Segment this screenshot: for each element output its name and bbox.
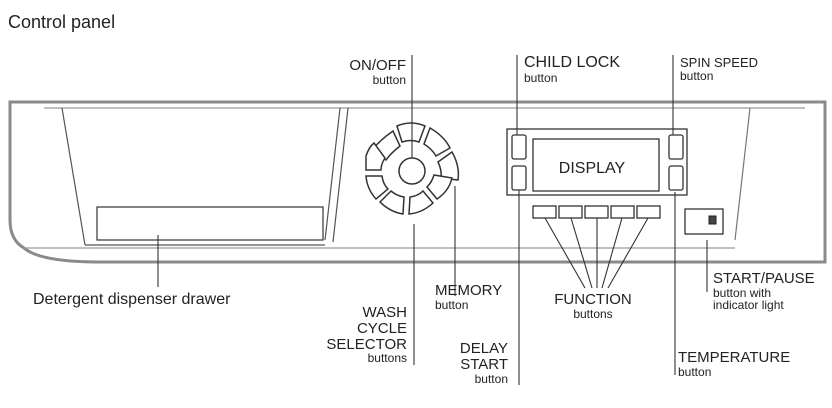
function-sub: buttons xyxy=(573,306,613,321)
temperature-sub: button xyxy=(678,364,712,379)
startpause-sub2: indicator light xyxy=(713,298,784,313)
wash-line3: SELECTOR xyxy=(326,335,407,353)
wash-line1: WASH xyxy=(362,304,407,321)
spinspeed-title: SPIN SPEED xyxy=(680,55,759,70)
childlock-label: CHILD LOCK button xyxy=(524,54,621,85)
wash-cycle-label: WASH CYCLE SELECTOR buttons xyxy=(300,305,407,365)
start-pause-button xyxy=(684,208,724,235)
spinspeed-label: SPIN SPEED button xyxy=(680,56,758,82)
onoff-title: ON/OFF xyxy=(349,57,406,74)
temperature-label: TEMPERATURE button xyxy=(678,350,790,378)
wash-cycle-selector-buttons[interactable] xyxy=(365,122,460,215)
delay-line2: START xyxy=(460,355,508,373)
onoff-sub: button xyxy=(372,72,406,87)
leader-lines xyxy=(157,55,708,385)
childlock-title: CHILD LOCK xyxy=(524,54,621,71)
memory-title: MEMORY xyxy=(435,282,503,299)
delay-start-label: DELAY START button xyxy=(420,341,508,385)
function-buttons[interactable] xyxy=(532,205,661,219)
wash-line2: CYCLE xyxy=(356,319,407,337)
startpause-title: START/PAUSE xyxy=(713,270,815,287)
wash-sub: buttons xyxy=(367,351,407,366)
detergent-label: Detergent dispenser drawer xyxy=(33,291,231,308)
onoff-label: ON/OFF button xyxy=(330,58,406,86)
function-title: FUNCTION xyxy=(554,291,632,308)
delay-sub: button xyxy=(474,371,508,386)
start-pause-label: START/PAUSE button with indicator light xyxy=(713,271,815,312)
display-screen xyxy=(532,138,660,192)
temperature-title: TEMPERATURE xyxy=(678,349,791,366)
spinspeed-button xyxy=(668,134,684,160)
display-label: DISPLAY xyxy=(559,160,626,177)
childlock-sub: button xyxy=(524,70,558,85)
indicator-light xyxy=(708,215,717,225)
diagram-title: Control panel xyxy=(8,12,116,32)
onoff-button xyxy=(398,157,426,185)
memory-label: MEMORY button xyxy=(435,283,502,311)
delay-line1: DELAY xyxy=(459,340,508,357)
spinspeed-sub: button xyxy=(680,68,714,83)
temperature-button xyxy=(668,165,684,191)
childlock-button xyxy=(511,134,527,160)
detergent-drawer xyxy=(96,206,324,241)
memory-sub: button xyxy=(435,297,469,312)
delay-start-button xyxy=(511,165,527,191)
startpause-sub1: button with xyxy=(713,285,772,300)
function-label: FUNCTION buttons xyxy=(546,292,640,320)
